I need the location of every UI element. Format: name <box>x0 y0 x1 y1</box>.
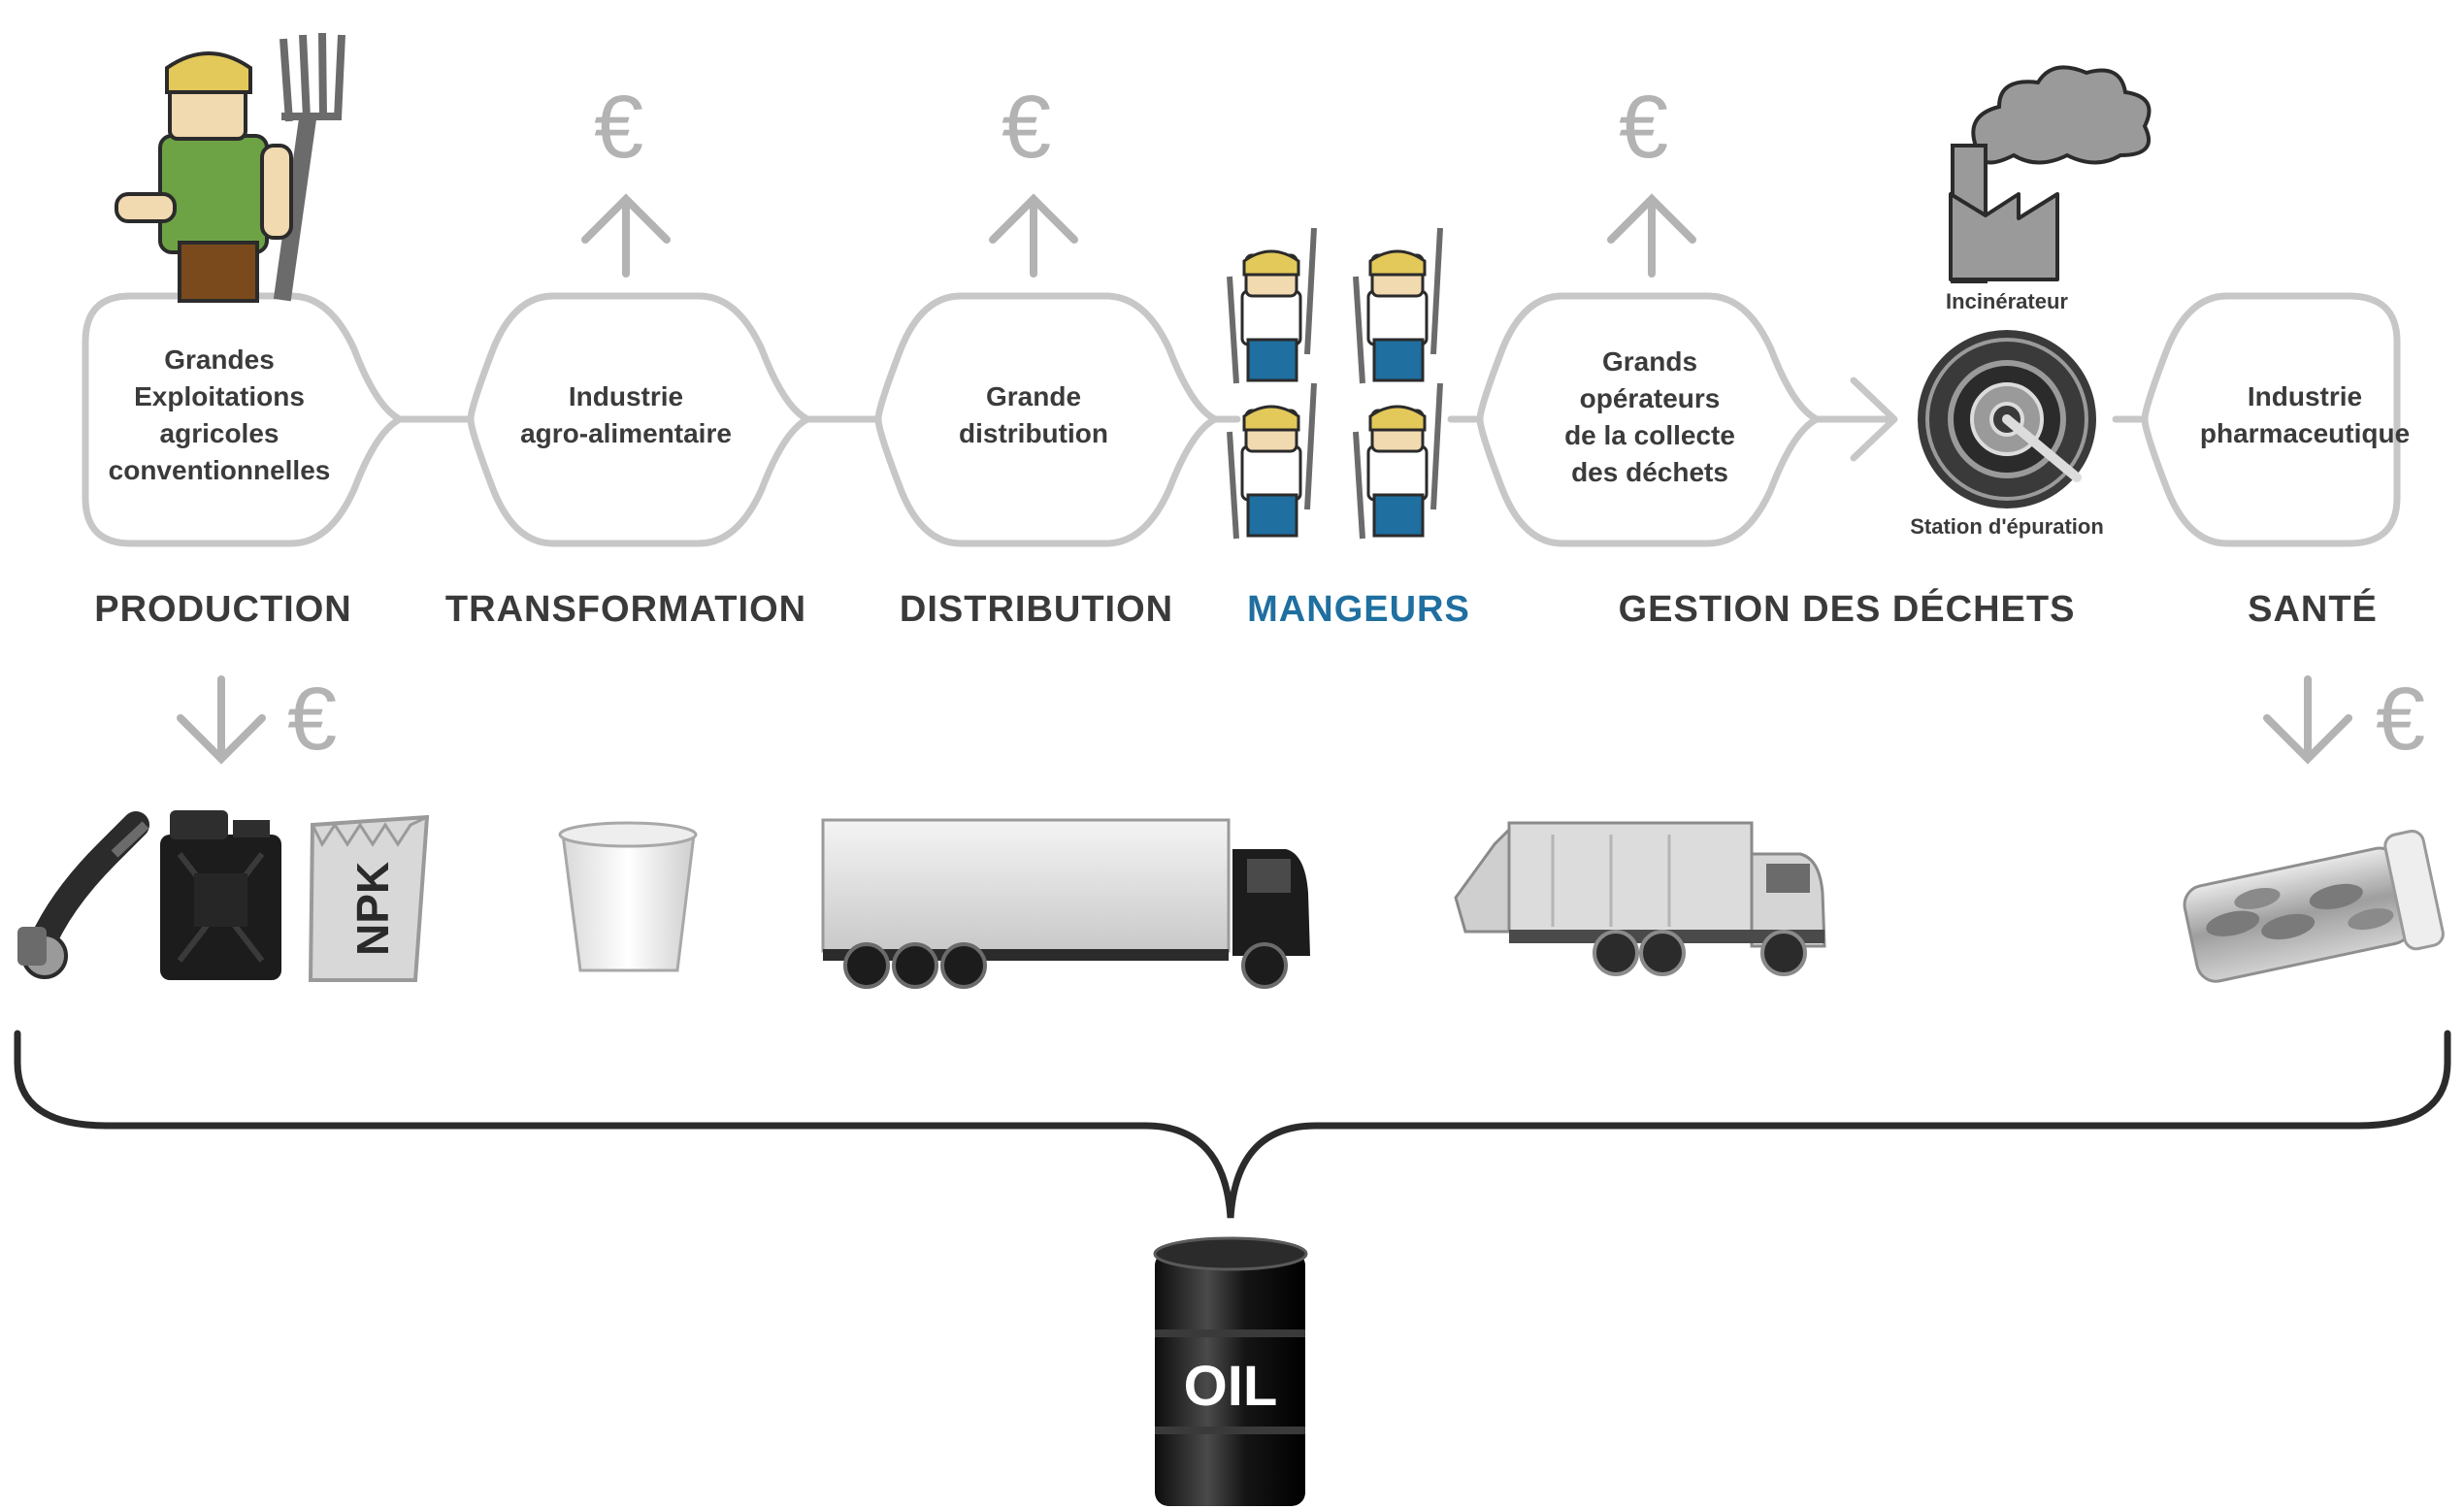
stage-label-sante: SANTÉ <box>2248 587 2378 630</box>
pill-bottle-icon <box>2183 830 2445 983</box>
node-dechets-label: Grands opérateurs de la collecte des déc… <box>1564 346 1735 487</box>
node-production-label: Grandes Exploitations agricoles conventi… <box>109 344 331 485</box>
incinerator-label: Incinérateur <box>1946 289 2068 313</box>
arrow-up-icon <box>581 193 671 278</box>
stage-label-dechets: GESTION DES DÉCHETS <box>1619 587 2076 630</box>
garbage-truck-icon <box>1454 821 1826 976</box>
node-sante-label: Industrie pharmaceutique <box>2200 381 2410 448</box>
jerrycan-icon <box>160 810 281 980</box>
money-flow-transformation: € <box>581 78 671 278</box>
delivery-truck-icon <box>821 818 1310 989</box>
water-treatment-station-icon <box>1918 330 2096 508</box>
chain-outline <box>82 292 2401 547</box>
farmer-with-pitchfork-icon <box>115 32 345 303</box>
node-text-line: de la collecte <box>1564 420 1735 450</box>
euro-symbol: € <box>594 78 643 177</box>
plastic-cup-icon <box>558 821 698 972</box>
euro-symbol: € <box>1002 78 1051 177</box>
factory-chimney-icon <box>1949 65 2152 283</box>
node-distribution-label: Grande distribution <box>959 381 1108 448</box>
arrow-up-icon <box>989 193 1078 278</box>
node-dechets-shape <box>1476 292 1821 547</box>
node-text-line: des déchets <box>1571 457 1728 487</box>
fuel-hose-icon <box>17 811 149 979</box>
arrow-to-station <box>1813 377 1898 462</box>
oil-barrel-icon: OIL <box>1153 1236 1308 1506</box>
station-label: Station d'épuration <box>1910 514 2104 539</box>
node-text-line: Industrie <box>569 381 683 411</box>
brace <box>14 1030 2451 1219</box>
stage-label-transformation: TRANSFORMATION <box>445 589 806 630</box>
money-flow-distribution: € <box>989 78 1078 278</box>
node-distribution-shape <box>874 292 1219 547</box>
fertilizer-bag-icon: NPK <box>308 814 430 982</box>
money-flow-sante: € <box>2263 670 2425 769</box>
node-text-line: agricoles <box>160 418 279 448</box>
stage-label-production: PRODUCTION <box>94 589 351 630</box>
eaters-with-cutlery-icon <box>1227 227 1443 540</box>
node-text-line: Industrie <box>2248 381 2362 411</box>
node-sante-shape <box>2141 292 2401 547</box>
node-transformation-shape <box>467 292 811 547</box>
node-text-line: agro-alimentaire <box>520 418 732 448</box>
node-text-line: pharmaceutique <box>2200 418 2410 448</box>
barrel-label: OIL <box>1184 1355 1278 1418</box>
node-text-line: distribution <box>959 418 1108 448</box>
node-transformation-label: Industrie agro-alimentaire <box>520 381 732 448</box>
euro-symbol: € <box>2376 670 2425 769</box>
node-text-line: opérateurs <box>1580 383 1721 413</box>
stage-label-distribution: DISTRIBUTION <box>900 589 1173 630</box>
node-text-line: Grands <box>1602 346 1697 377</box>
arrow-down-icon <box>2263 675 2352 765</box>
node-text-line: Grandes <box>164 344 275 375</box>
node-text-line: Grande <box>986 381 1081 411</box>
euro-symbol: € <box>1619 78 1668 177</box>
euro-symbol: € <box>287 670 337 769</box>
node-production-shape <box>82 292 404 547</box>
arrow-down-icon <box>177 675 266 765</box>
money-flow-dechets: € <box>1607 78 1696 278</box>
node-text-line: conventionnelles <box>109 455 331 485</box>
arrow-up-icon <box>1607 193 1696 278</box>
money-flow-production: € <box>177 670 337 769</box>
stage-label-mangeurs: MANGEURS <box>1247 589 1470 630</box>
node-text-line: Exploitations <box>134 381 305 411</box>
fertilizer-bag-label: NPK <box>347 862 398 956</box>
